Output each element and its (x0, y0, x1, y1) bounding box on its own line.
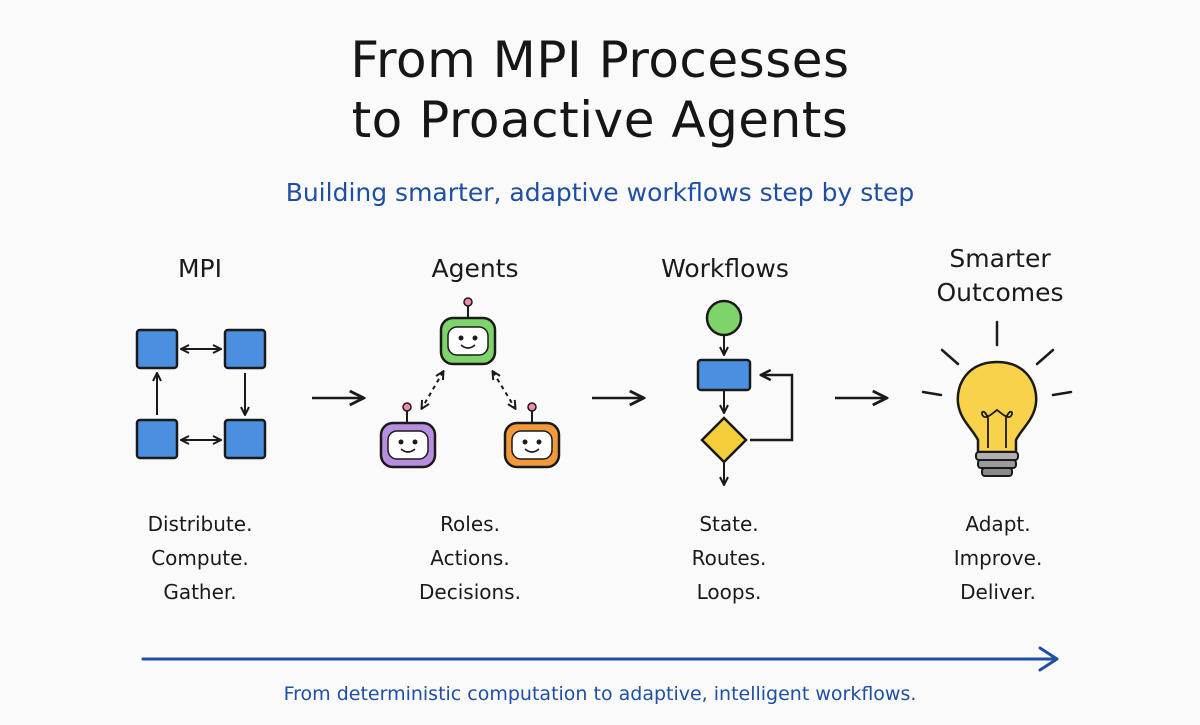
step-item: Distribute. (147, 512, 253, 536)
column-label-smarter: Smarter (949, 244, 1051, 273)
column-label-workflows: Workflows (661, 254, 789, 283)
column-label-smarter-outcomes: Smarter Outcomes (910, 242, 1090, 310)
page-title: From MPI Processes to Proactive Agents (0, 30, 1200, 150)
column-label-mpi: MPI (177, 254, 223, 283)
steps-agents: Roles. Actions. Decisions. (390, 507, 550, 609)
title-line-2: to Proactive Agents (351, 91, 849, 149)
step-item: Deliver. (960, 580, 1036, 604)
subtitle: Building smarter, adaptive workflows ste… (285, 178, 915, 207)
footer-caption: From deterministic computation to adapti… (283, 683, 917, 705)
mpi-grid-icon (135, 328, 267, 460)
step-item: Decisions. (419, 580, 521, 604)
progress-arrowhead-icon (1038, 646, 1059, 672)
step-item: Improve. (953, 546, 1043, 570)
robot-agents-icon (379, 297, 561, 469)
step-item: Actions. (430, 546, 510, 570)
steps-mpi: Distribute. Compute. Gather. (120, 507, 280, 609)
column-label-agents: Agents (431, 254, 519, 283)
step-item: Routes. (691, 546, 767, 570)
steps-workflows: State. Routes. Loops. (649, 507, 809, 609)
flowchart-icon (696, 299, 794, 484)
step-item: Gather. (163, 580, 237, 604)
steps-smarter-outcomes: Adapt. Improve. Deliver. (918, 507, 1078, 609)
lightbulb-icon (921, 320, 1073, 477)
step-item: Loops. (696, 580, 762, 604)
step-item: Compute. (151, 546, 249, 570)
step-item: Adapt. (965, 512, 1031, 536)
step-item: State. (699, 512, 759, 536)
step-item: Roles. (440, 512, 500, 536)
column-label-outcomes: Outcomes (936, 278, 1064, 307)
title-line-1: From MPI Processes (350, 31, 850, 89)
